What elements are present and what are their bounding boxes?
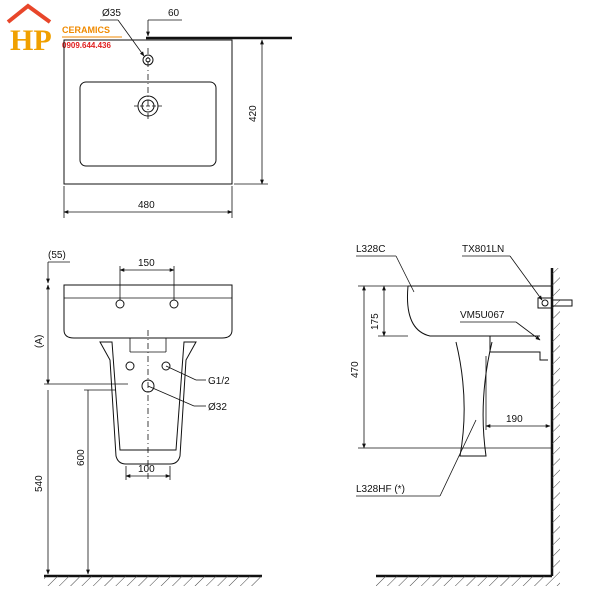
basin-outline — [63, 39, 233, 185]
front-top-offset-label: (55) — [48, 250, 66, 261]
bowl-outline — [79, 81, 217, 167]
front-side-label: (A) — [34, 335, 45, 348]
side-pedestal-model-label: L328HF (*) — [356, 484, 405, 495]
side-overall-height-label: 470 — [350, 361, 361, 378]
top-view: Ø35 60 420 480 — [63, 8, 292, 218]
side-faucet-model-label: TX801LN — [462, 244, 504, 255]
brand-logo: HP CERAMICS 0909.644.436 — [6, 3, 122, 57]
front-pedestal — [99, 341, 197, 465]
logo-phone: 0909.644.436 — [62, 41, 111, 50]
logo-mark: HP — [10, 24, 52, 57]
side-view: L328C TX801LN VM5U067 L328HF (*) 175 470… — [350, 244, 573, 586]
front-pedestal-width-label: 100 — [138, 464, 155, 475]
side-basin-model-label: L328C — [356, 244, 385, 255]
top-depth-label: 420 — [248, 105, 259, 122]
side-trap-pipe — [489, 336, 548, 361]
side-bowl-depth-label: 175 — [370, 313, 381, 330]
front-pedestal-height-label: 600 — [76, 449, 87, 466]
front-hole-spacing-label: 150 — [138, 258, 155, 269]
side-trap-model-label: VM5U067 — [460, 310, 505, 321]
front-basin-body — [63, 284, 233, 339]
side-wall-offset-label: 190 — [506, 414, 523, 425]
logo-brand: CERAMICS — [62, 25, 110, 35]
top-hole-diameter-label: Ø35 — [102, 8, 121, 19]
side-faucet-icon — [537, 297, 553, 309]
front-view: (55) 150 (A) 540 600 100 G1/2 Ø32 — [34, 250, 262, 586]
house-roof-icon — [6, 3, 52, 24]
side-basin-profile — [406, 285, 552, 337]
front-thread-label: G1/2 — [208, 376, 230, 387]
top-offset-label: 60 — [168, 8, 180, 19]
top-width-label: 480 — [138, 200, 155, 211]
side-pedestal — [455, 341, 493, 457]
front-mount-height-label: 540 — [34, 475, 45, 492]
front-drain-diameter-label: Ø32 — [208, 402, 227, 413]
